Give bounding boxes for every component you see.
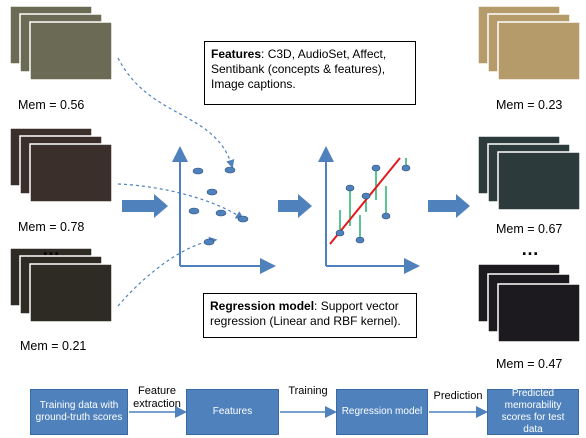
data-point	[335, 229, 345, 237]
feature-point	[192, 167, 204, 175]
dashed-link-3	[117, 236, 218, 307]
regression-line	[329, 157, 401, 245]
feature-point	[224, 166, 236, 174]
data-point	[381, 212, 391, 220]
frame-front	[29, 263, 113, 323]
features-box: Features: C3D, AudioSet, Affect, Sentiba…	[204, 41, 416, 105]
regression-box: Regression model: Support vector regress…	[203, 293, 417, 338]
data-point	[345, 184, 355, 192]
features-text: : C3D, AudioSet, Affect, Sentibank (conc…	[211, 47, 387, 91]
training-stack-2	[9, 127, 113, 203]
arrow-label-training: Training	[288, 385, 328, 397]
frame-front	[497, 151, 581, 211]
block-arrow-1	[122, 194, 168, 218]
arrow-label-prediction: Prediction	[433, 390, 483, 402]
dashed-link-1	[117, 57, 235, 169]
regression-heading: Regression model	[210, 299, 315, 313]
test-stack-3	[477, 263, 581, 343]
test-stack-2	[477, 135, 581, 211]
feature-space-plot	[172, 146, 276, 274]
test-mem-label: Mem = 0.67	[496, 222, 563, 236]
pipeline-stage-regression-model: Regression model	[336, 389, 428, 435]
pipeline-stage-training-data: Training data with ground-truth scores	[30, 389, 128, 435]
training-stack-1	[9, 5, 113, 81]
pipeline-stage-features: Features	[186, 389, 279, 435]
frame-front	[497, 21, 581, 81]
block-arrow-3	[428, 194, 470, 218]
data-point	[355, 236, 365, 244]
frame-front	[497, 283, 581, 343]
frame-front	[29, 21, 113, 81]
test-mem-label: Mem = 0.47	[496, 357, 563, 371]
feature-point	[237, 215, 249, 223]
feature-point	[203, 238, 215, 246]
training-mem-label: Mem = 0.21	[20, 339, 87, 353]
training-mem-label: Mem = 0.78	[18, 220, 85, 234]
feature-point	[215, 209, 227, 217]
data-point	[371, 164, 381, 172]
regression-plot	[318, 146, 420, 274]
block-arrow-2	[278, 194, 312, 218]
feature-point	[206, 188, 218, 196]
features-heading: Features	[211, 47, 262, 61]
regression-text: : Support vector regression (Linear and …	[210, 299, 401, 328]
data-point	[401, 164, 411, 172]
test-mem-label: Mem = 0.23	[496, 98, 563, 112]
frame-front	[29, 143, 113, 203]
test-stack-1	[477, 5, 581, 81]
training-mem-label: Mem = 0.56	[18, 98, 85, 112]
training-stack-3	[9, 247, 113, 323]
test-ellipsis: …	[521, 239, 540, 259]
pipeline-stage-predicted-scores: Predicted memorability scores for test d…	[487, 388, 579, 435]
training-ellipsis: …	[42, 239, 61, 259]
feature-point	[188, 207, 200, 215]
arrow-label-feature-extraction: Feature extraction	[133, 385, 181, 410]
data-point	[361, 192, 371, 200]
